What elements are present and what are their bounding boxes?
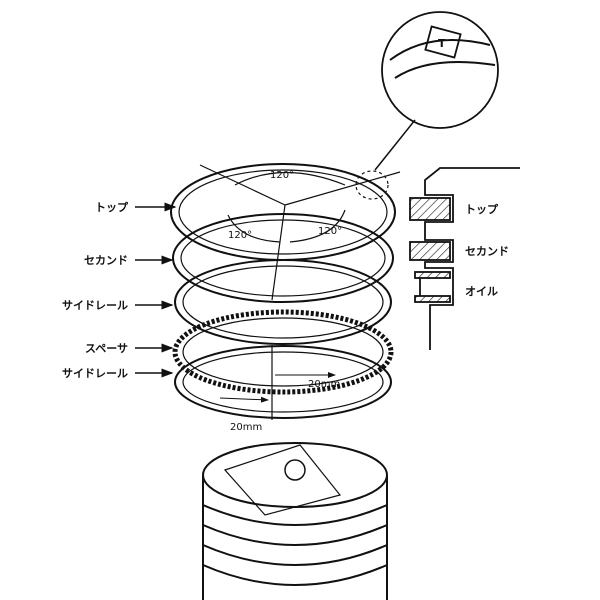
label-spacer: スペーサ — [85, 342, 128, 355]
angle-label-left: 120° — [228, 230, 252, 241]
label-side-rail-lower: サイドレール — [62, 367, 128, 380]
second-ring — [172, 213, 394, 303]
label-side-rail-upper: サイドレール — [62, 299, 128, 312]
angle-label-top: 120° — [270, 170, 294, 181]
label-second-ring: セカンド — [84, 254, 128, 267]
piston — [202, 442, 388, 600]
ring-groove-cross-section — [409, 167, 520, 350]
angle-label-right: 120° — [318, 226, 342, 237]
detail-mark-t: T — [438, 37, 446, 50]
side-rail-upper — [174, 259, 392, 345]
section-label-top: トップ — [465, 202, 499, 216]
label-top-ring: トップ — [95, 200, 129, 214]
spacer-ring — [172, 309, 394, 395]
dimension-label-spacer: 20mm — [308, 379, 340, 390]
section-label-oil: オイル — [465, 285, 498, 298]
section-label-second: セカンド — [465, 245, 509, 258]
side-rail-lower — [174, 345, 392, 419]
detail-magnifier — [381, 11, 499, 129]
dimension-label-rail: 20mm — [230, 422, 262, 433]
